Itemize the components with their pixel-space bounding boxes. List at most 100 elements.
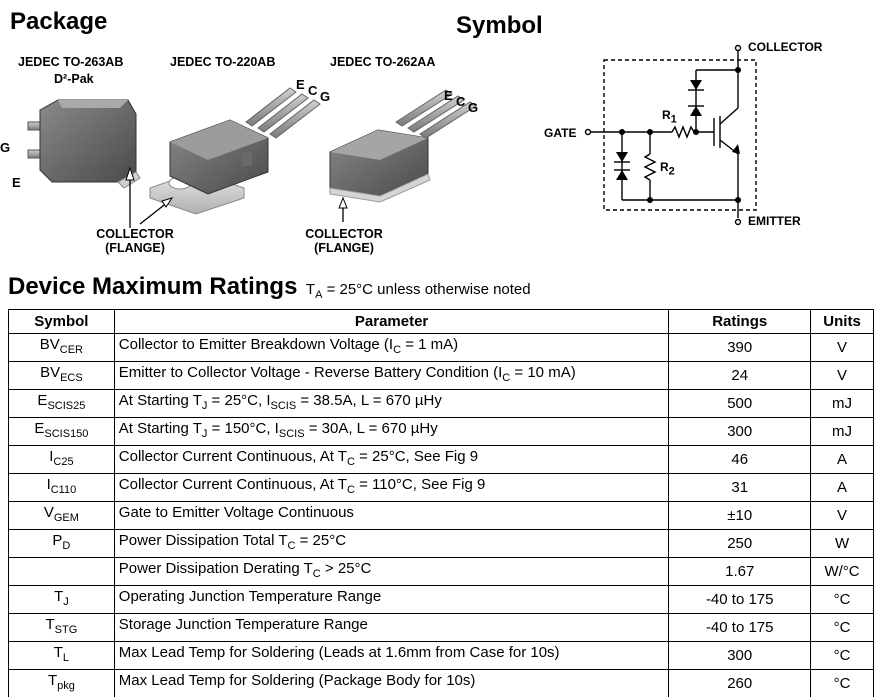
header-symbol: Symbol (8, 309, 115, 334)
collector-flange-line1: COLLECTOR (305, 227, 383, 241)
parameter-cell: Max Lead Temp for Soldering (Leads at 1.… (113, 641, 670, 670)
r2-letter: R (660, 160, 669, 174)
parameter-cell: Operating Junction Temperature Range (113, 585, 670, 614)
emitter-terminal-label: EMITTER (748, 214, 801, 228)
symbol-text: T (54, 588, 64, 605)
r1-subscript: 1 (670, 113, 677, 126)
gate-terminal-label: GATE (544, 126, 577, 140)
parameter-subscript: J (201, 400, 208, 412)
parameter-text: Gate to Emitter Voltage Continuous (118, 504, 354, 521)
pin-e-label-d2pak: E (12, 175, 21, 190)
parameter-text: = 30A, L = 670 µHy (304, 420, 438, 437)
parameter-text: Max Lead Temp for Soldering (Package Bod… (118, 672, 476, 689)
igbt-schematic (584, 44, 757, 226)
parameter-cell: Storage Junction Temperature Range (113, 613, 670, 642)
symbol-subscript: CER (59, 344, 84, 356)
symbol-subscript: D (62, 540, 71, 552)
symbol-subscript: L (62, 652, 70, 664)
parameter-text: Operating Junction Temperature Range (118, 588, 382, 605)
symbol-subscript: SCIS25 (47, 400, 86, 412)
parameter-text: Collector to Emitter Breakdown Voltage (… (118, 336, 394, 353)
parameter-text: Collector Current Continuous, At T (118, 448, 347, 465)
collector-flange-line2: (FLANGE) (105, 241, 165, 255)
symbol-text: BV (40, 364, 61, 381)
header-ratings: Ratings (668, 309, 812, 334)
symbol-heading: Symbol (456, 12, 543, 39)
to262-label: JEDEC TO-262AA (330, 55, 436, 69)
collector-flange-label-1: COLLECTOR (FLANGE) (90, 227, 180, 255)
ratings-note-suffix: = 25°C unless otherwise noted (322, 281, 531, 298)
parameter-text: At Starting T (118, 392, 202, 409)
pin-g-label-to220: G (320, 89, 331, 104)
symbol-subscript: STG (54, 624, 78, 636)
symbol-text: P (52, 532, 63, 549)
to220-label: JEDEC TO-220AB (170, 55, 276, 69)
symbol-subscript: GEM (53, 512, 79, 524)
parameter-text: > 25°C (320, 560, 372, 577)
rating-cell: 1.67 (668, 557, 812, 586)
parameter-text: Storage Junction Temperature Range (118, 616, 368, 633)
parameter-text: Max Lead Temp for Soldering (Leads at 1.… (118, 644, 560, 661)
pin-e-label-to262: E (444, 88, 453, 103)
to262-package-image (329, 89, 477, 203)
unit-cell: V (810, 501, 874, 530)
parameter-text: = 38.5A, L = 670 µHy (296, 392, 442, 409)
unit-cell: V (810, 333, 874, 362)
symbol-cell: Tpkg (8, 669, 115, 697)
symbol-text: V (43, 504, 54, 521)
rating-cell: 500 (668, 389, 812, 418)
d2pak-label: D²-Pak (54, 72, 94, 86)
parameter-subscript: C (312, 568, 321, 580)
unit-cell: °C (810, 613, 874, 642)
parameter-text: At Starting T (118, 420, 202, 437)
unit-cell: mJ (810, 389, 874, 418)
parameter-text: = 150°C, I (207, 420, 279, 437)
parameter-cell: Power Dissipation Total TC = 25°C (113, 529, 670, 558)
ratings-note-prefix: T (305, 281, 316, 298)
collector-flange-line2: (FLANGE) (314, 241, 374, 255)
to263-label: JEDEC TO-263AB (18, 55, 124, 69)
rating-cell: -40 to 175 (668, 613, 812, 642)
to263-package-image (27, 99, 141, 189)
parameter-text: Emitter to Collector Voltage - Reverse B… (118, 364, 503, 381)
unit-cell: mJ (810, 417, 874, 446)
unit-cell: A (810, 445, 874, 474)
symbol-cell: BVECS (8, 361, 115, 390)
collector-flange-line1: COLLECTOR (96, 227, 174, 241)
unit-cell: V (810, 361, 874, 390)
parameter-cell: Power Dissipation Derating TC > 25°C (113, 557, 670, 586)
ratings-note: TA = 25°C unless otherwise noted (305, 281, 531, 301)
ratings-header-row: Symbol Parameter Ratings Units (8, 309, 874, 334)
parameter-subscript: C (393, 344, 402, 356)
symbol-text: I (46, 476, 51, 493)
parameter-subscript: SCIS (270, 400, 297, 412)
parameter-text: = 1 mA) (401, 336, 459, 353)
parameter-subscript: C (346, 484, 355, 496)
package-heading: Package (10, 8, 108, 35)
symbol-subscript: ECS (60, 372, 83, 384)
symbol-cell: IC25 (8, 445, 115, 474)
header-units: Units (810, 309, 874, 334)
unit-cell: W (810, 529, 874, 558)
parameter-cell: Collector Current Continuous, At TC = 11… (113, 473, 670, 502)
r1-label: R1 (662, 108, 677, 125)
parameter-text: Power Dissipation Total T (118, 532, 288, 549)
collector-terminal-label: COLLECTOR (748, 40, 823, 54)
rating-cell: 250 (668, 529, 812, 558)
collector-flange-label-2: COLLECTOR (FLANGE) (299, 227, 389, 255)
parameter-text: Power Dissipation Derating T (118, 560, 313, 577)
symbol-subscript: C25 (53, 456, 74, 468)
parameter-subscript: J (201, 428, 208, 440)
symbol-text: T (53, 644, 63, 661)
symbol-cell: BVCER (8, 333, 115, 362)
pin-e-label-to220: E (296, 77, 305, 92)
